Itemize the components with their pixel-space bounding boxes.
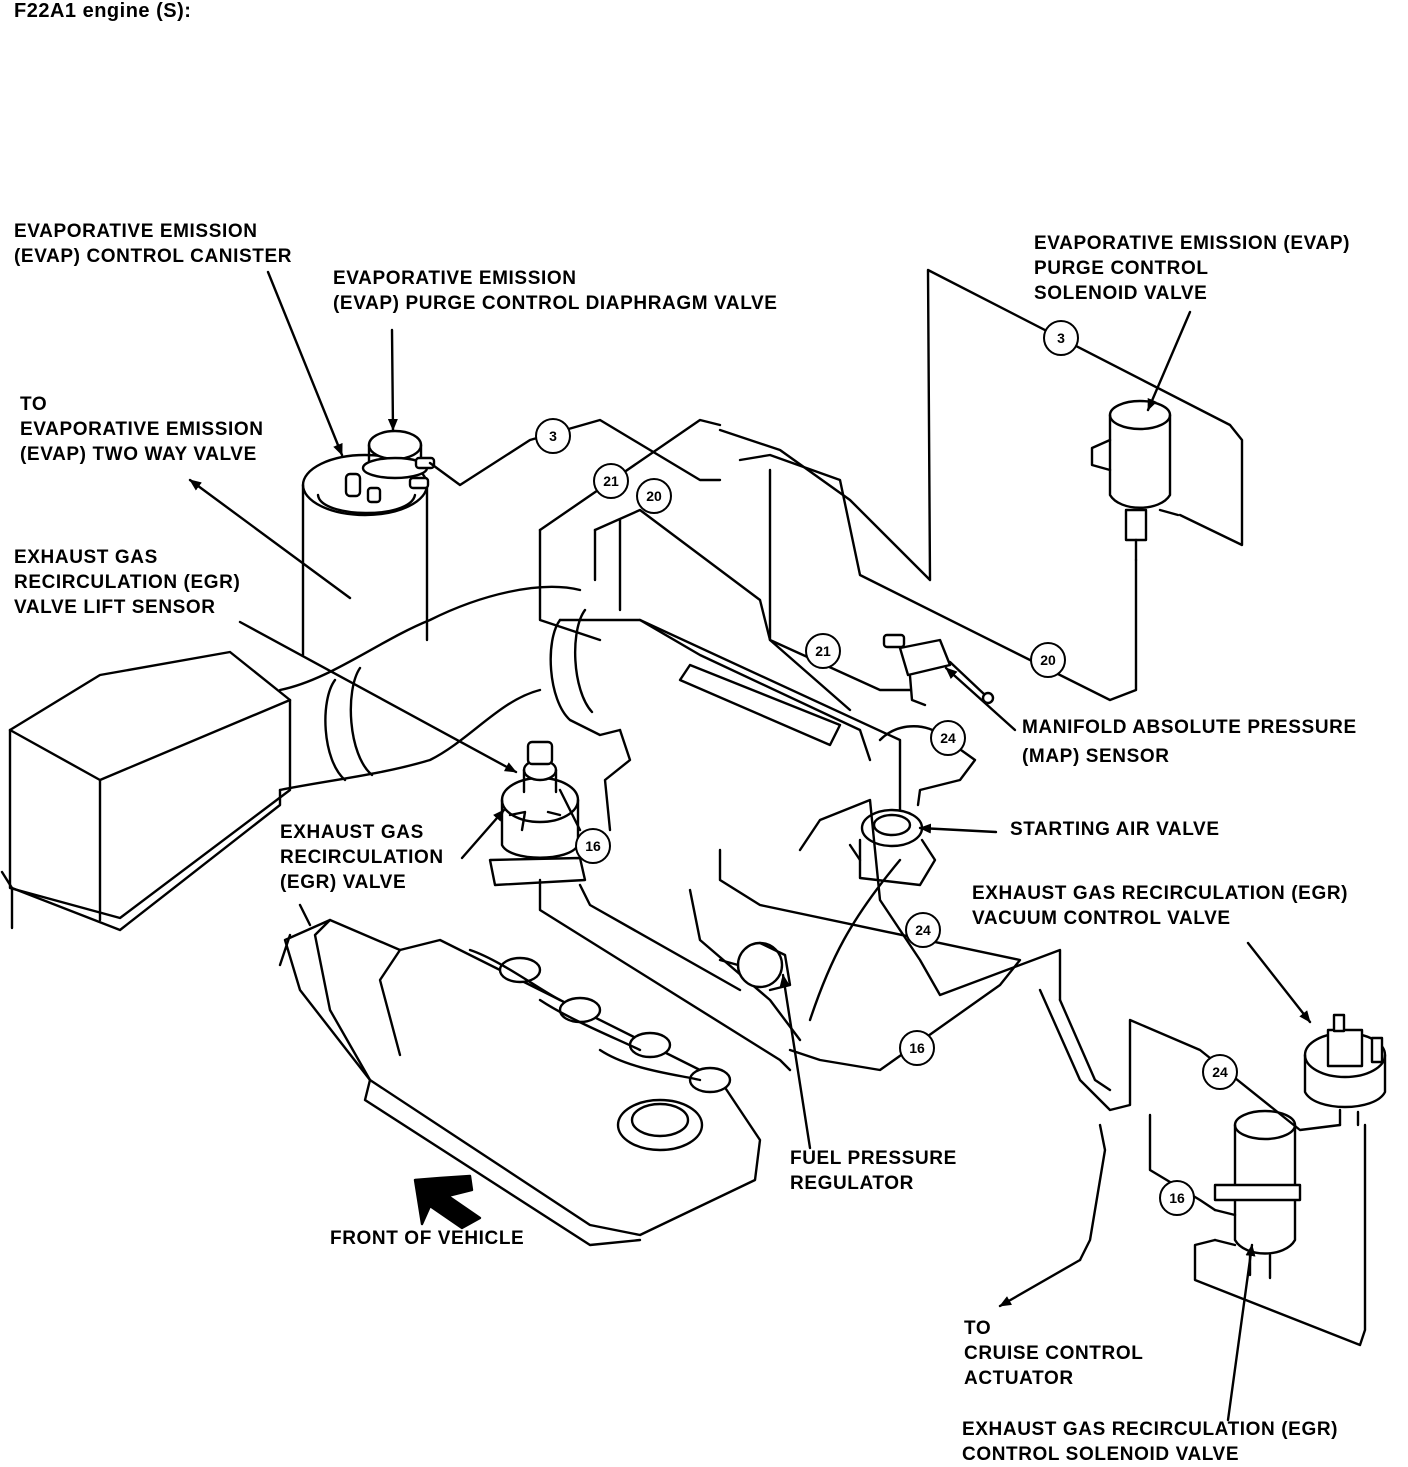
svg-text:16: 16 (1169, 1190, 1185, 1206)
fuel-pressure-regulator-body (718, 941, 792, 992)
svg-text:21: 21 (603, 473, 619, 489)
label-evap-solenoid-valve: EVAPORATIVE EMISSION (EVAP)PURGE CONTROL… (1034, 233, 1351, 304)
svg-text:24: 24 (940, 730, 956, 746)
svg-text:21: 21 (815, 643, 831, 659)
hose-bubble: 3 (535, 418, 571, 454)
hose-number-bubbles: 3 21 20 3 21 20 24 16 24 16 24 16 (535, 320, 1238, 1216)
evap-canister (301, 453, 429, 657)
hose-bubble: 3 (1043, 320, 1079, 356)
svg-text:20: 20 (1040, 652, 1056, 668)
svg-text:24: 24 (1212, 1064, 1228, 1080)
svg-text:16: 16 (909, 1040, 925, 1056)
exhaust-pipe (538, 878, 792, 1072)
valve-cover (278, 903, 762, 1247)
label-front-of-vehicle: FRONT OF VEHICLE (330, 1228, 525, 1249)
label-evap-diaphragm-valve: EVAPORATIVE EMISSION(EVAP) PURGE CONTROL… (333, 268, 778, 314)
front-of-vehicle-arrow-icon (413, 1174, 482, 1230)
hose-bubble: 24 (1202, 1054, 1238, 1090)
hose-bubble: 24 (905, 912, 941, 948)
hose-bubble: 21 (805, 633, 841, 669)
hose-bubble: 20 (636, 478, 672, 514)
hose-bubble: 21 (593, 463, 629, 499)
evap-solenoid-body (1090, 399, 1180, 562)
diagram-title: F22A1 engine (S): (14, 0, 192, 22)
svg-text:20: 20 (646, 488, 662, 504)
egr-control-solenoid-body (1213, 1109, 1302, 1280)
hose-bubble: 16 (899, 1030, 935, 1066)
label-evap-canister: EVAPORATIVE EMISSION(EVAP) CONTROL CANIS… (14, 221, 293, 267)
hose-bubble: 16 (575, 828, 611, 864)
hose-bubble: 16 (1159, 1180, 1195, 1216)
svg-text:24: 24 (915, 922, 931, 938)
vacuum-hoses (428, 268, 1367, 1347)
label-egr-control-solenoid-valve: EXHAUST GAS RECIRCULATION (EGR)CONTROL S… (962, 1419, 1339, 1465)
egr-vacuum-control-valve-body (1303, 1013, 1387, 1127)
starting-air-valve-body (848, 808, 937, 887)
label-egr-vacuum-control-valve: EXHAUST GAS RECIRCULATION (EGR)VACUUM CO… (972, 883, 1349, 929)
air-cleaner-box (0, 650, 292, 932)
svg-text:16: 16 (585, 838, 601, 854)
leader-lines (188, 270, 1312, 1422)
svg-text:3: 3 (1057, 330, 1065, 346)
intake-duct (278, 585, 582, 792)
hose-bubble: 24 (930, 720, 966, 756)
hose-bubble: 20 (1030, 642, 1066, 678)
label-starting-air-valve: STARTING AIR VALVE (1010, 819, 1220, 840)
egr-valve-body (488, 740, 587, 887)
label-map-sensor: MANIFOLD ABSOLUTE PRESSURE(MAP) SENSOR (1022, 717, 1357, 767)
map-sensor-body (882, 633, 995, 707)
evap-purge-diaphragm-valve (361, 429, 436, 490)
svg-text:3: 3 (549, 428, 557, 444)
